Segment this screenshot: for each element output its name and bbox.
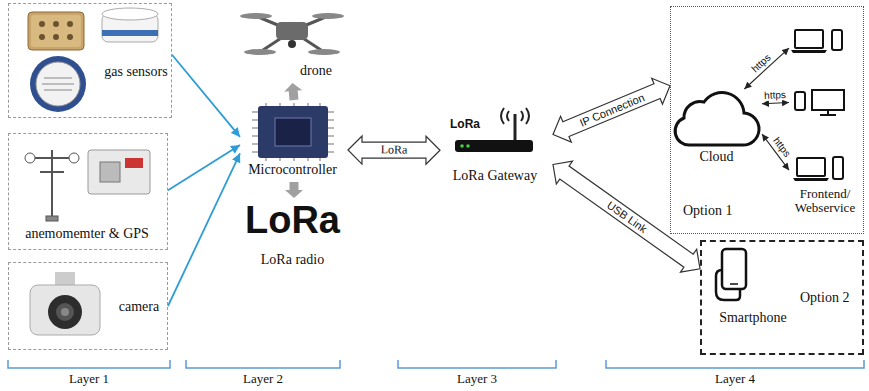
node-label: Microcontroller: [240, 162, 345, 177]
layer-label: Layer 3: [457, 372, 497, 386]
node-label: anemomemter & GPS: [9, 226, 165, 241]
connector-label: IP Connection: [576, 91, 648, 130]
smartphone-node: Smartphone: [710, 246, 799, 328]
layer-label: Layer 1: [69, 372, 109, 386]
node-label: gas sensors: [103, 64, 169, 79]
radio-node: LoRaLoRa radio: [240, 198, 348, 273]
sensor-group: anemomemter & GPS: [8, 133, 168, 250]
connector-label: USB Link: [603, 197, 651, 236]
drone-node: drone: [240, 3, 345, 83]
node-label: LoRa Gateway: [440, 168, 550, 183]
block-arrow: [285, 182, 303, 198]
cloud-icon: [675, 93, 759, 145]
node-label: Smartphone: [710, 310, 796, 325]
option-box: Smartphone Option 2: [700, 240, 864, 355]
oxygen-sensor: [30, 56, 86, 112]
smartphone-icon: [716, 249, 746, 300]
https-arrow: [762, 103, 789, 104]
gps-module: [88, 150, 150, 194]
gateway-node: LoRaLoRa Gateway: [440, 112, 553, 187]
connector-label: https: [762, 89, 788, 101]
anemometer: [25, 150, 79, 221]
layer-label: Layer 2: [243, 372, 283, 386]
logo-text: LoRa: [450, 118, 480, 131]
microcontroller-node: Microcontroller: [240, 100, 348, 182]
cloud-node: Cloud: [674, 89, 762, 171]
layer-label: Layer 4: [715, 372, 755, 386]
node-label: drone: [300, 63, 332, 78]
client-devices: Frontend/ Webservice: [789, 11, 864, 229]
link-arrow: [553, 161, 700, 272]
sensor-group: camera: [8, 262, 168, 350]
block-arrow: [284, 83, 302, 100]
device-icons: [791, 30, 844, 181]
data-arrow: [168, 145, 240, 190]
node-label: Option 2: [800, 290, 849, 305]
node-label: Cloud: [674, 149, 759, 164]
node-label: LoRa radio: [240, 252, 345, 267]
connector-label: https: [770, 134, 794, 161]
co-sensor: [102, 8, 158, 42]
link-arrow: [553, 78, 670, 142]
mems-sensor: [28, 12, 84, 50]
chip-icon: [252, 103, 334, 161]
data-arrow: [168, 153, 240, 306]
node-label: Option 1: [683, 203, 732, 218]
data-arrow: [172, 55, 240, 137]
option-box: CloudFrontend/ WebserviceOption 1: [670, 6, 864, 234]
camera-icon: [30, 272, 100, 335]
node-label: Frontend/ Webservice: [789, 187, 861, 216]
connector-label: https: [748, 50, 774, 75]
connector-label: LoRa: [379, 143, 410, 156]
node-label: camera: [113, 299, 165, 314]
sensor-group: gas sensors: [8, 3, 172, 118]
https-arrow: [744, 48, 789, 89]
layer-bracket: [8, 360, 864, 368]
logo-text: LoRa: [240, 200, 345, 242]
link-arrow: [348, 136, 440, 164]
drone-icon: [240, 13, 344, 55]
